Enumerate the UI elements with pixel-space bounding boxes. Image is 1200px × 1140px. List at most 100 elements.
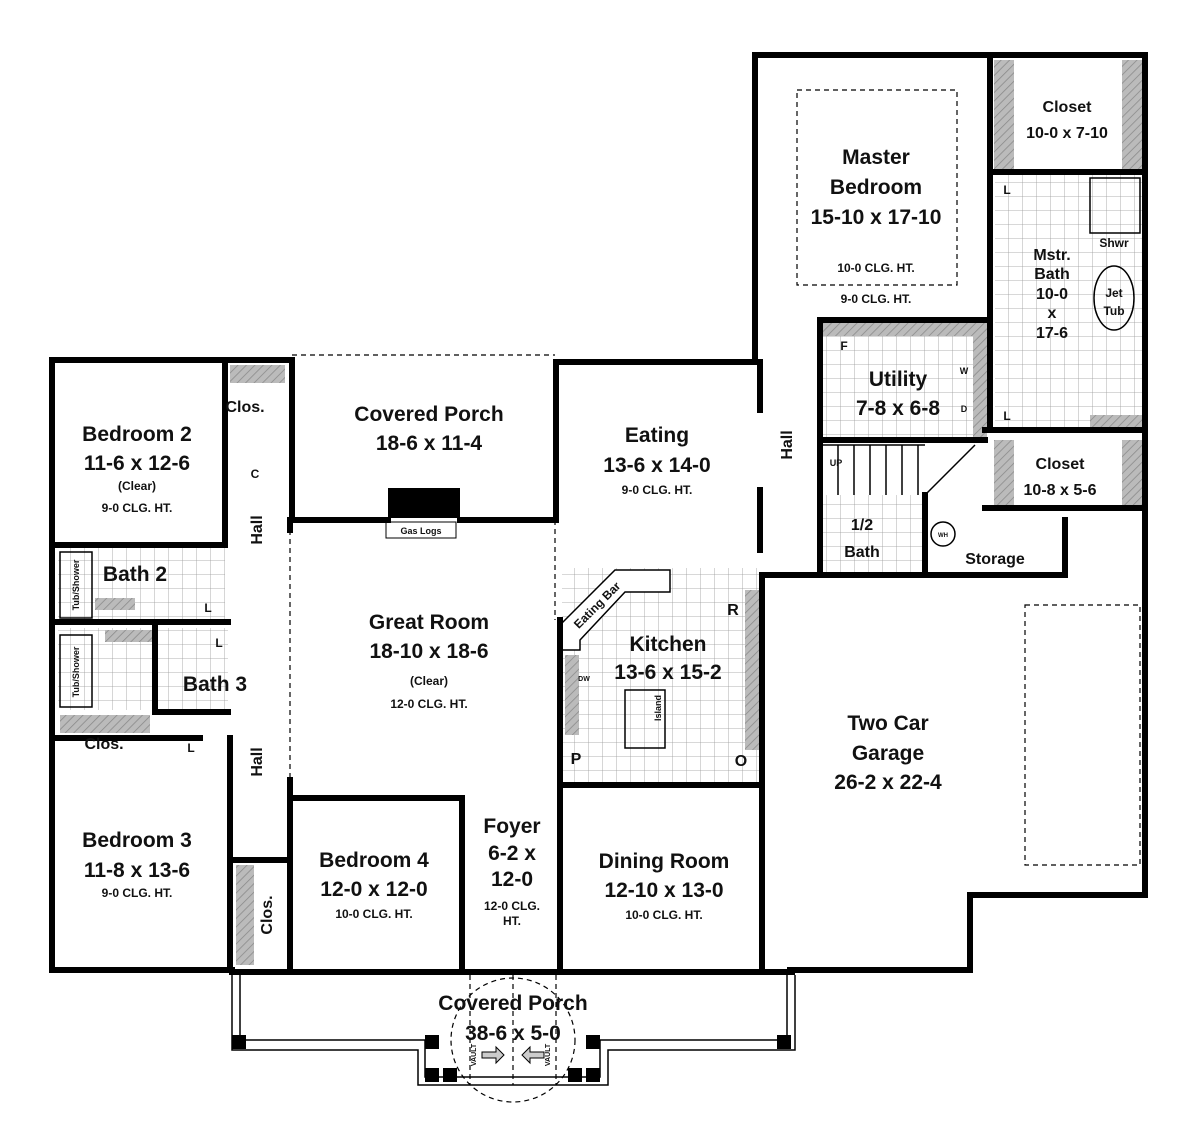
clos4-rod xyxy=(236,865,254,965)
wall xyxy=(49,357,235,973)
freezer-label: F xyxy=(840,339,847,353)
eating-dim: 13-6 x 14-0 xyxy=(603,454,710,477)
foyer-clg: HT. xyxy=(503,914,521,928)
master-bedroom-clg: 9-0 CLG. HT. xyxy=(841,292,912,306)
post xyxy=(586,1035,600,1049)
hall-label: Hall xyxy=(779,430,796,459)
garage-dim: 26-2 x 22-4 xyxy=(834,771,942,794)
post xyxy=(443,1068,457,1082)
bath3-name: Bath 3 xyxy=(183,673,247,696)
mbath-wall-hatch xyxy=(1090,415,1145,427)
foyer-clg: 12-0 CLG. xyxy=(484,899,540,913)
closet-rod-right xyxy=(1122,60,1142,170)
closet-dim: 10-0 x 7-10 xyxy=(1026,125,1108,142)
jet-tub xyxy=(1093,265,1135,331)
closet-rod-left xyxy=(994,60,1014,170)
tub-shower-label: Tub/Shower xyxy=(71,646,81,697)
utility-counter xyxy=(973,322,987,440)
post xyxy=(232,1035,246,1049)
bath2-wall-hatch xyxy=(95,598,135,610)
wall xyxy=(49,357,295,523)
closet-label: Clos. xyxy=(259,895,276,934)
half-bath-label: Bath xyxy=(844,544,880,561)
oven-label: O xyxy=(735,753,747,770)
mbath-label: Bath xyxy=(1034,266,1070,283)
garage-label: Garage xyxy=(852,742,924,765)
kitchen-dim: 13-6 x 15-2 xyxy=(614,661,721,684)
bedroom2-note: (Clear) xyxy=(118,479,156,493)
mbath-label: 17-6 xyxy=(1036,325,1068,342)
vault-label: VAULT xyxy=(545,1043,552,1066)
bedroom2-name: Bedroom 2 xyxy=(82,423,192,446)
bedroom4-clg: 10-0 CLG. HT. xyxy=(335,907,412,921)
garage-label: Two Car xyxy=(847,712,928,735)
post xyxy=(568,1068,582,1082)
closet-hall-dim: 10-8 x 5-6 xyxy=(1024,482,1097,499)
dining-dim: 12-10 x 13-0 xyxy=(604,879,723,902)
linen-label: L xyxy=(1003,409,1010,423)
master-bedroom-dim: 15-10 x 17-10 xyxy=(811,206,942,229)
hall-label: Hall xyxy=(249,747,266,776)
stairs-up-label: UP xyxy=(830,458,843,468)
great-room-name: Great Room xyxy=(369,611,489,634)
refrigerator-label: R xyxy=(727,602,739,619)
great-room-dim: 18-10 x 18-6 xyxy=(369,640,488,663)
bath2-name: Bath 2 xyxy=(103,563,167,586)
gas-logs-box xyxy=(385,521,457,539)
rear-porch-name: Covered Porch xyxy=(354,403,503,426)
walls xyxy=(49,52,1148,975)
post xyxy=(586,1068,600,1082)
dining-name: Dining Room xyxy=(599,850,730,873)
half-bath-label: 1/2 xyxy=(851,517,873,534)
gas-logs-label: Gas Logs xyxy=(400,526,441,536)
bedroom4-name: Bedroom 4 xyxy=(319,849,429,872)
closet-name: Closet xyxy=(1043,99,1093,116)
mbath-label: Mstr. xyxy=(1033,247,1070,264)
linen-label: L xyxy=(215,636,222,650)
linen-label: L xyxy=(1003,183,1010,197)
linen-label: L xyxy=(187,741,194,755)
half-bath-tile xyxy=(822,495,922,575)
foyer-name: Foyer xyxy=(483,815,540,838)
vault-label: VAULT xyxy=(471,1043,478,1066)
pantry-label: P xyxy=(571,751,582,768)
bedroom3-clg: 9-0 CLG. HT. xyxy=(102,886,173,900)
storage-label: Storage xyxy=(965,551,1025,568)
clos-rod xyxy=(230,365,285,383)
washer-label: W xyxy=(960,366,969,376)
bedroom2-clg: 9-0 CLG. HT. xyxy=(102,501,173,515)
front-porch xyxy=(231,975,796,1103)
bath3-tub xyxy=(59,634,93,708)
bath2-tub xyxy=(59,551,93,619)
bath3-wall-hatch xyxy=(105,630,153,642)
utility-shelf xyxy=(822,322,987,336)
hall-label: Hall xyxy=(249,515,266,544)
foyer-dim: 12-0 xyxy=(491,868,533,891)
utility-dim: 7-8 x 6-8 xyxy=(856,397,940,420)
rear-porch-dim: 18-6 x 11-4 xyxy=(376,432,483,455)
utility-tile xyxy=(822,322,987,440)
bath2-tile xyxy=(58,548,225,622)
utility-name: Utility xyxy=(869,368,928,391)
tub-label: Jet xyxy=(1105,286,1122,300)
tub-shower-label: Tub/Shower xyxy=(71,559,81,610)
vault-arrow-left xyxy=(521,1045,545,1065)
kitchen-counter-left xyxy=(565,655,579,735)
bedroom3-name: Bedroom 3 xyxy=(82,829,192,852)
island-label: Island xyxy=(653,695,663,721)
master-bath-tile xyxy=(995,175,1145,430)
stairs xyxy=(822,444,925,495)
mbath-label: 10-0 xyxy=(1036,286,1068,303)
bedroom3-dim: 11-8 x 13-6 xyxy=(84,859,190,882)
eating-bar xyxy=(559,569,671,651)
front-porch-dim: 38-6 x 5-0 xyxy=(465,1022,561,1045)
linen-label: L xyxy=(204,601,211,615)
hatched-fixtures xyxy=(60,60,1145,965)
kitchen-name: Kitchen xyxy=(629,633,706,656)
foyer-dim: 6-2 x xyxy=(488,842,536,865)
bedroom4-dim: 12-0 x 12-0 xyxy=(320,878,427,901)
eating-name: Eating xyxy=(625,424,689,447)
water-heater-label: WH xyxy=(938,533,948,539)
bedroom2-dim: 11-6 x 12-6 xyxy=(84,452,190,475)
